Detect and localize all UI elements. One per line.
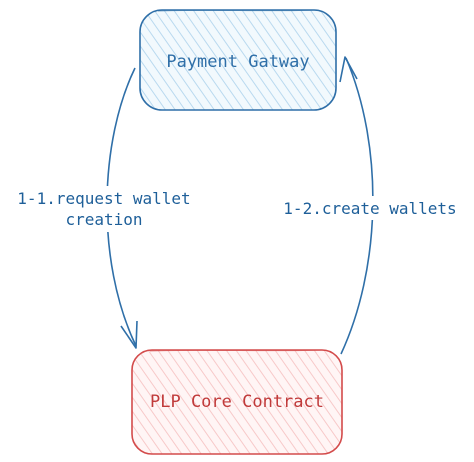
plp-core-contract-label: PLP Core Contract (150, 392, 324, 412)
payment-gateway-node[interactable]: Payment Gatway (139, 9, 337, 111)
create-wallets-arrowhead (339, 56, 358, 83)
create-wallets-label: 1-2.create wallets (283, 199, 456, 218)
request-wallet-arrowhead (120, 320, 138, 349)
create-wallets-label-bg (274, 196, 468, 220)
payment-gateway-label: Payment Gatway (166, 52, 309, 72)
request-wallet-edge: 1-1.request wallet creation (4, 67, 204, 349)
request-wallet-label-bg (4, 186, 204, 232)
plp-core-contract-node[interactable]: PLP Core Contract (131, 349, 343, 455)
request-wallet-label-line1: 1-1.request wallet (17, 189, 190, 208)
request-wallet-label-line2: creation (65, 210, 142, 229)
create-wallets-edge: 1-2.create wallets (274, 56, 468, 355)
